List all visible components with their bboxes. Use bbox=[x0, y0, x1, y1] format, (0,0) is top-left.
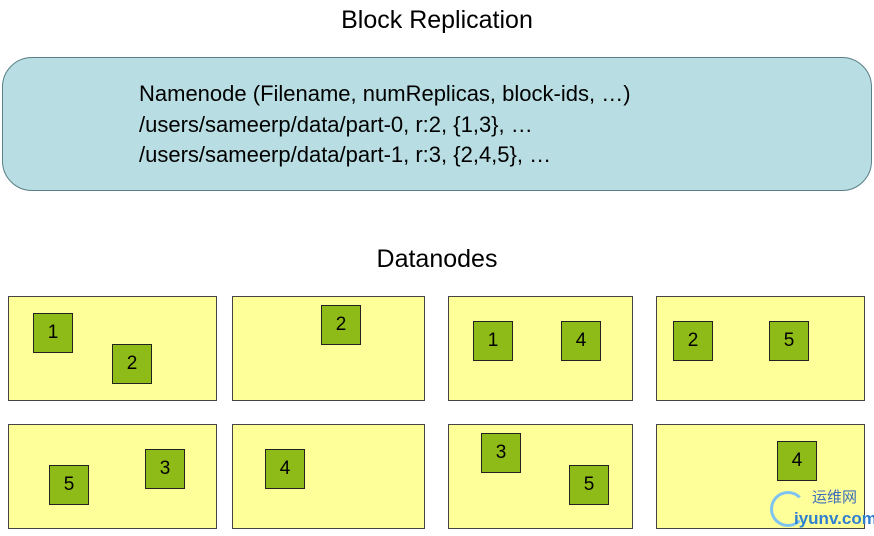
datanode: 1 2 bbox=[8, 296, 217, 401]
namenode-file-entry-part-1: /users/sameerp/data/part-1, r:3, {2,4,5}… bbox=[139, 142, 552, 167]
datanode: 4 bbox=[656, 424, 865, 529]
block: 5 bbox=[569, 465, 609, 505]
block: 5 bbox=[49, 465, 89, 505]
block: 2 bbox=[112, 344, 152, 384]
block: 1 bbox=[33, 313, 73, 353]
block: 4 bbox=[777, 441, 817, 481]
datanode: 3 5 bbox=[448, 424, 633, 529]
datanode: 4 bbox=[232, 424, 425, 529]
block: 2 bbox=[673, 321, 713, 361]
watermark-top-text: 运维网 bbox=[812, 489, 858, 506]
namenode-header-line: Namenode (Filename, numReplicas, block-i… bbox=[139, 81, 631, 106]
watermark: 运维网 iyunv.com bbox=[770, 488, 874, 534]
diagram-title: Block Replication bbox=[341, 6, 533, 34]
block: 1 bbox=[473, 321, 513, 361]
datanodes-title: Datanodes bbox=[376, 245, 498, 273]
datanode: 2 bbox=[232, 296, 425, 401]
block: 2 bbox=[321, 305, 361, 345]
datanode: 1 4 bbox=[448, 296, 633, 401]
block: 5 bbox=[769, 321, 809, 361]
namenode-box: Namenode (Filename, numReplicas, block-i… bbox=[2, 57, 872, 191]
datanode: 2 5 bbox=[656, 296, 865, 401]
watermark-domain-text: iyunv.com bbox=[794, 509, 874, 528]
block: 4 bbox=[265, 449, 305, 489]
namenode-file-entry-part-0: /users/sameerp/data/part-0, r:2, {1,3}, … bbox=[139, 112, 533, 137]
datanode: 5 3 bbox=[8, 424, 217, 529]
block: 3 bbox=[145, 449, 185, 489]
watermark-swirl-icon bbox=[770, 491, 806, 527]
block: 4 bbox=[561, 321, 601, 361]
block: 3 bbox=[481, 433, 521, 473]
